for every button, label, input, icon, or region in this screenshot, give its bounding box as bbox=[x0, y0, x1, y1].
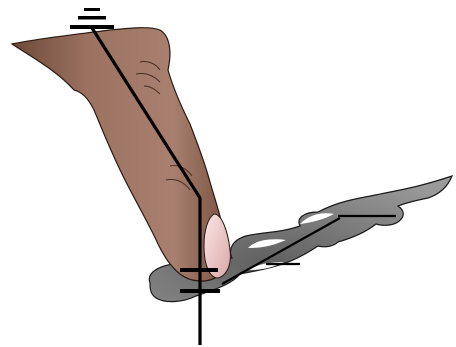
top-marker-large bbox=[70, 25, 114, 29]
contact-marker-upper bbox=[180, 268, 218, 272]
top-marker-medium bbox=[78, 16, 106, 20]
contact-marker-lower bbox=[180, 289, 220, 293]
finger bbox=[12, 28, 226, 281]
top-marker-small bbox=[84, 8, 100, 11]
